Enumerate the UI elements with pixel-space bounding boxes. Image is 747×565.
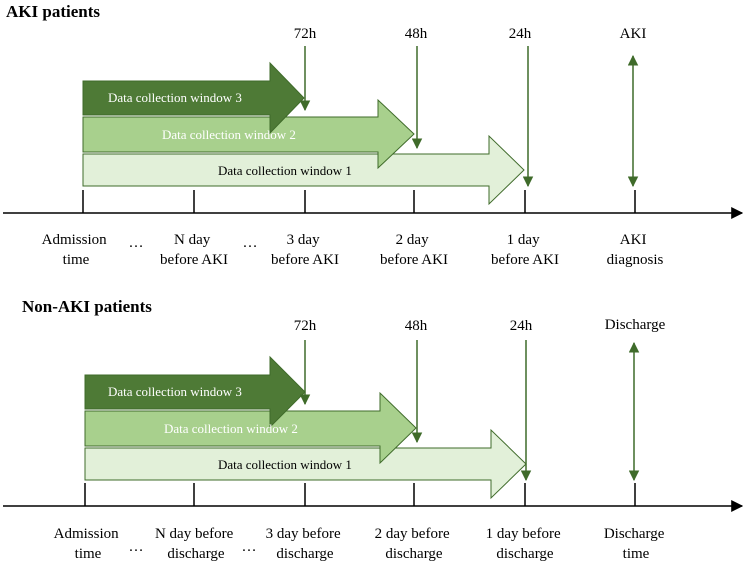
aki-48h-label: 48h bbox=[405, 26, 428, 42]
nonaki-tick-day1: 1 day before discharge bbox=[486, 526, 565, 562]
nonaki-panel-title: Non-AKI patients bbox=[22, 297, 152, 316]
nonaki-72h-label: 72h bbox=[294, 318, 317, 334]
aki-tick-nday: N day before AKI bbox=[160, 232, 228, 268]
aki-ellipsis-2: … bbox=[243, 235, 258, 251]
aki-window-3-arrow bbox=[82, 61, 305, 135]
nonaki-tick-admission: Admission time bbox=[54, 526, 123, 562]
aki-tick-day1: 1 day before AKI bbox=[491, 232, 559, 268]
nonaki-window-2-label: Data collection window 2 bbox=[164, 421, 298, 436]
nonaki-event-label: Discharge bbox=[605, 317, 666, 333]
nonaki-window-1-arrow bbox=[84, 428, 527, 500]
aki-panel-title: AKI patients bbox=[6, 2, 100, 21]
nonaki-window-3-label: Data collection window 3 bbox=[108, 384, 242, 399]
nonaki-48h-label: 48h bbox=[405, 318, 428, 334]
aki-event-label: AKI bbox=[620, 26, 647, 42]
nonaki-window-2-arrow bbox=[84, 391, 417, 465]
aki-window-1-label: Data collection window 1 bbox=[218, 163, 352, 178]
aki-24h-label: 24h bbox=[509, 26, 532, 42]
aki-window-2-arrow bbox=[82, 98, 415, 170]
nonaki-ellipsis-1: … bbox=[129, 539, 144, 555]
aki-panel: AKI patients Data collection window 3 Da… bbox=[3, 2, 744, 268]
nonaki-tick-event: Discharge time bbox=[604, 526, 668, 562]
nonaki-window-1-label: Data collection window 1 bbox=[218, 457, 352, 472]
aki-window-3-label: Data collection window 3 bbox=[108, 90, 242, 105]
aki-tick-day3: 3 day before AKI bbox=[271, 232, 339, 268]
aki-tick-admission: Admission time bbox=[42, 232, 111, 268]
aki-tick-event: AKI diagnosis bbox=[607, 232, 664, 268]
nonaki-panel: Non-AKI patients Data collection window … bbox=[3, 297, 744, 562]
aki-axis-ticks bbox=[82, 190, 636, 213]
nonaki-tick-nday: N day before discharge bbox=[155, 526, 237, 562]
nonaki-axis-ticks bbox=[84, 483, 636, 506]
aki-window-2-label: Data collection window 2 bbox=[162, 127, 296, 142]
aki-ellipsis-1: … bbox=[129, 235, 144, 251]
aki-tick-day2: 2 day before AKI bbox=[380, 232, 448, 268]
nonaki-window-3-arrow bbox=[84, 355, 306, 429]
aki-72h-label: 72h bbox=[294, 26, 317, 42]
nonaki-tick-day2: 2 day before discharge bbox=[375, 526, 454, 562]
aki-window-1-arrow bbox=[82, 134, 525, 206]
nonaki-ellipsis-2: … bbox=[242, 539, 257, 555]
nonaki-24h-label: 24h bbox=[510, 318, 533, 334]
nonaki-tick-day3: 3 day before discharge bbox=[266, 526, 345, 562]
